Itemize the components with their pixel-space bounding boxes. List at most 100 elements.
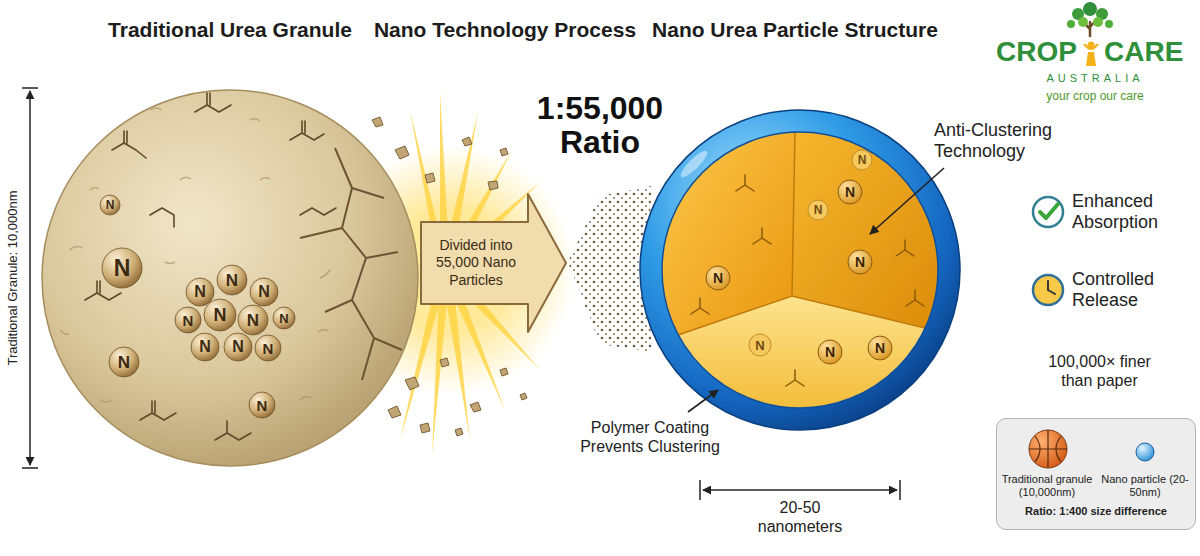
logo-subtitle-slot: AUSTRALIA — [1000, 72, 1190, 84]
atom-letter: N — [814, 204, 823, 216]
atom-letter: N — [199, 339, 211, 355]
atom-letter: N — [845, 185, 855, 199]
nitrogen-bead — [848, 250, 872, 274]
nano-particle-icon — [1136, 443, 1154, 461]
legend-text: Traditional granule (10,000nm) — [1000, 473, 1094, 499]
process-arrow: Divided into 55,000 Nano Particles — [420, 188, 568, 338]
atom-letter-slot: N — [100, 195, 120, 215]
callout-label-slot: Polymer Coating Prevents Clustering — [570, 418, 730, 456]
dimension-label: Traditional Granule: 10,000nm — [4, 163, 22, 393]
ratio-callout: 1:55,000 Ratio — [525, 92, 675, 159]
nitrogen-bead — [838, 180, 862, 204]
atom-letter-slot: N — [191, 333, 219, 361]
atom-letter: N — [183, 313, 194, 328]
atom-letter-slot: N — [109, 347, 139, 377]
core-right-face — [792, 132, 938, 328]
legend-note: Ratio: 1:400 size difference — [1000, 505, 1192, 518]
core-rim — [662, 132, 938, 408]
atom-letter: N — [263, 341, 274, 356]
check-icon — [1033, 197, 1063, 227]
atom-letter: N — [858, 154, 867, 166]
atom-letter-slot: N — [749, 334, 771, 356]
logo-subtitle: AUSTRALIA — [1000, 72, 1190, 84]
atom-letter: N — [247, 312, 259, 329]
nitrogen-bead — [818, 340, 842, 364]
arrow-shape — [421, 194, 566, 332]
atom-letter-slot: N — [818, 340, 842, 364]
molecule-skeleton — [85, 93, 336, 440]
atom-letter-slot: N — [273, 307, 295, 329]
basketball-icon — [1029, 430, 1067, 468]
nitrogen-sphere — [217, 265, 247, 295]
nitrogen-sphere — [102, 248, 142, 288]
atom-letter-slot: N — [838, 180, 862, 204]
section-heading: Nano Urea Particle Structure — [645, 18, 945, 42]
logo-leaf — [1083, 2, 1097, 16]
dimension-label-slot: 20-50 nanometers — [745, 498, 855, 536]
legend-icons — [1029, 430, 1154, 468]
atom-letter: N — [855, 255, 865, 269]
clock-icon — [1033, 275, 1063, 305]
atom-letter: N — [257, 398, 268, 413]
atom-letter: N — [258, 284, 270, 300]
logo-leaf — [1093, 17, 1103, 27]
callout-label-slot: Anti-Clustering Technology — [934, 120, 1074, 161]
callout-label: Polymer Coating Prevents Clustering — [570, 418, 730, 456]
nitrogen-sphere — [249, 392, 275, 418]
nitrogen-sphere — [273, 307, 295, 329]
atom-letter: N — [118, 354, 130, 371]
nitrogen-sphere — [191, 333, 219, 361]
dimension-label-slot: Traditional Granule: 10,000nm — [4, 163, 22, 393]
atom-letter-slot: N — [224, 333, 252, 361]
atom-letter: N — [825, 345, 835, 359]
logo-tagline: your crop our care — [1000, 89, 1190, 103]
sphere-highlight — [678, 148, 711, 181]
atom-letter-slot: N — [102, 248, 142, 288]
legend-ground — [996, 418, 1196, 530]
atom-letter-slot: N — [255, 335, 281, 361]
nitrogen-sphere — [109, 347, 139, 377]
polymer-coating-sphere — [640, 110, 960, 430]
logo-leaf — [1105, 20, 1113, 28]
atom-letter: N — [194, 284, 206, 300]
nitrogen-sphere — [238, 305, 268, 335]
granule-cracks — [300, 148, 402, 380]
atom-letter-slot: N — [217, 265, 247, 295]
atom-letter-slot: N — [808, 200, 828, 220]
nitrogen-bead — [852, 150, 872, 170]
atom-letter: N — [713, 271, 723, 285]
nitrogen-sphere — [186, 278, 214, 306]
callout-label: Anti-Clustering Technology — [934, 120, 1074, 161]
atom-letter-slot: N — [852, 150, 872, 170]
check-mark — [1040, 204, 1058, 218]
legend-row: Traditional granule (10,000nm)Nano parti… — [1000, 473, 1192, 499]
nitrogen-sphere — [224, 333, 252, 361]
atom-letter-slot: N — [204, 299, 236, 331]
feature-label: Controlled Release — [1072, 269, 1194, 310]
feature-label-slot: Controlled Release — [1072, 269, 1194, 310]
nitrogen-sphere — [175, 307, 201, 333]
section-heading: Traditional Urea Granule — [80, 18, 380, 42]
urea-granule — [42, 90, 418, 466]
section-heading-slot: Nano Technology Process — [355, 18, 655, 42]
atom-letter: N — [232, 339, 244, 355]
logo-word-slot: CROP — [996, 36, 1080, 68]
nitrogen-sphere — [250, 278, 278, 306]
atom-letter: N — [114, 257, 131, 280]
atom-letter: N — [214, 306, 227, 324]
atom-letter-slot: N — [250, 278, 278, 306]
logo-leaf — [1078, 17, 1088, 27]
granule-texture — [60, 108, 330, 402]
atom-letter-slot: N — [706, 266, 730, 290]
core-seams — [678, 132, 925, 335]
logo-word-slot: CARE — [1104, 36, 1194, 68]
ratio-callout-slot: 1:55,000 Ratio — [525, 92, 675, 159]
nitrogen-sphere — [100, 195, 120, 215]
atom-letter: N — [875, 341, 885, 355]
dimension-label: 20-50 nanometers — [745, 498, 855, 536]
atom-letter-slot: N — [249, 392, 275, 418]
comparison-note-slot: 100,000× finer than paper — [1037, 352, 1162, 390]
arrow-label: Divided into 55,000 Nano Particles — [425, 237, 527, 290]
